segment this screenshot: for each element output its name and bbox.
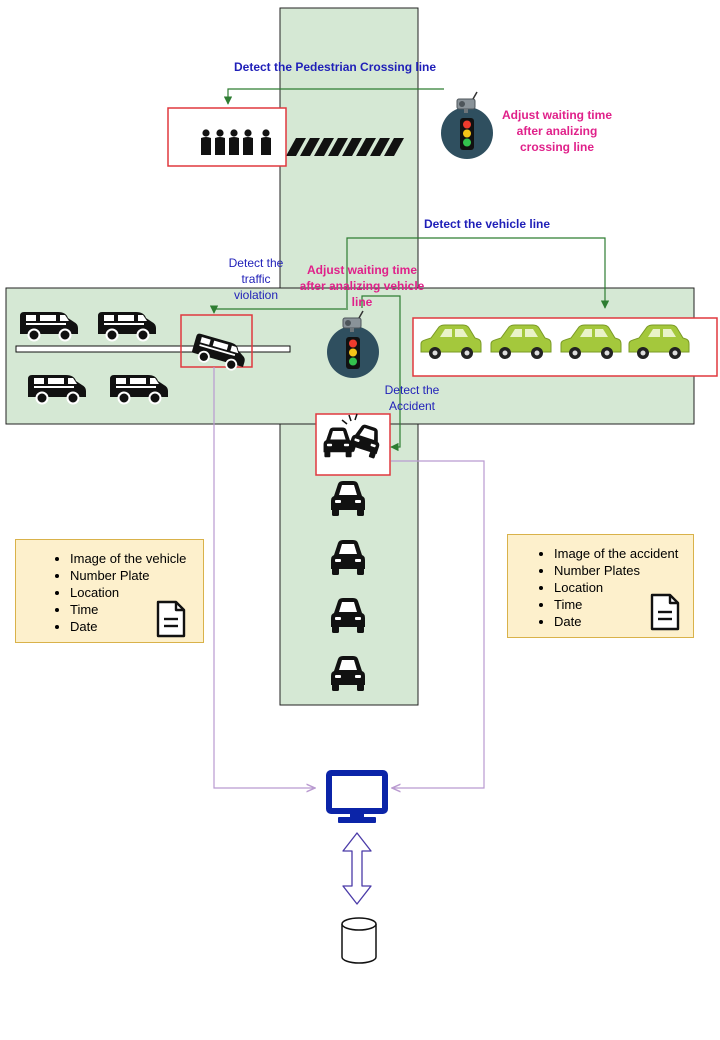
database-icon [341,917,377,964]
traffic-light-camera-icon [440,91,494,160]
adjust-crossing-line-2: after analizing [516,124,598,138]
detect-accident-line-1: Detect the [384,383,440,397]
pedestrian-detection-box [167,107,287,167]
detect-violation-line-3: violation [233,288,279,302]
double-arrow [342,832,372,905]
adjust-crossing-label: Adjust waiting time after analizing cros… [492,107,622,155]
list-item: Image of the vehicle [70,550,203,567]
document-icon [156,600,186,638]
document-icon [650,593,680,631]
violation-detection-box [180,314,253,368]
list-item: Number Plates [554,562,693,579]
adjust-crossing-line-1: Adjust waiting time [501,108,612,122]
adjust-vehicle-line-2: after analizing vehicle [299,279,425,293]
accident-info-list: Image of the accident Number Plates Loca… [508,545,693,630]
adjust-crossing-line-3: crossing line [519,140,595,154]
list-item: Time [70,601,203,618]
detect-violation-label: Detect the traffic violation [218,255,294,303]
violation-info-box: Image of the vehicle Number Plate Locati… [15,539,204,643]
lane-divider [15,345,291,353]
detect-violation-line-1: Detect the [228,256,284,270]
adjust-vehicle-line-1: Adjust waiting time [306,263,417,277]
list-item: Date [70,618,203,635]
list-item: Image of the accident [554,545,693,562]
detect-accident-line-2: Accident [388,399,436,413]
detect-accident-label: Detect the Accident [374,382,450,414]
list-item: Date [554,613,693,630]
accident-info-box: Image of the accident Number Plates Loca… [507,534,694,638]
monitor-icon [326,770,388,823]
car-crash-icon [323,413,385,460]
detect-crossing-label: Detect the Pedestrian Crossing line [234,60,437,74]
zebra-crossing-icon [286,138,404,156]
violation-info-list: Image of the vehicle Number Plate Locati… [16,550,203,635]
adjust-vehicle-label: Adjust waiting time after analizing vehi… [286,262,438,310]
list-item: Location [554,579,693,596]
detect-violation-line-2: traffic [241,272,271,286]
adjust-vehicle-line-3: line [351,295,373,309]
list-item: Number Plate [70,567,203,584]
flow-arrows [209,88,610,452]
data-flow-arrows [213,367,485,788]
list-item: Time [554,596,693,613]
detect-vehicle-line-label: Detect the vehicle line [424,217,551,231]
list-item: Location [70,584,203,601]
